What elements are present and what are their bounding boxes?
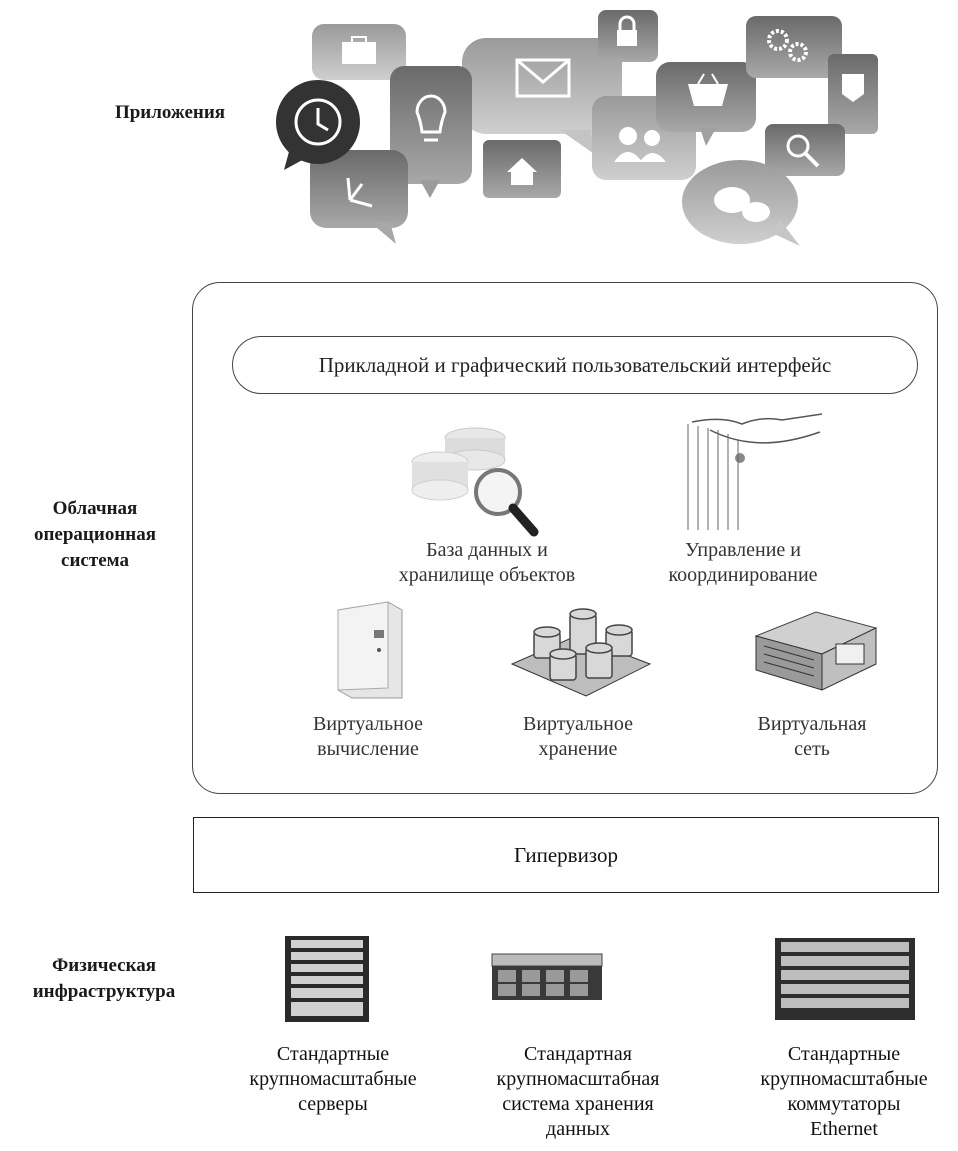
physical-layer-label: Физическая инфраструктура [32,955,176,1002]
management-icon [687,413,823,530]
virtual-compute-icon [337,601,403,699]
briefcase-icon [312,24,406,80]
applications-icon-cloud [276,10,878,246]
database-icon [411,427,539,537]
badge-icon [828,54,878,134]
network-icon [310,150,408,244]
lock-icon [598,10,658,62]
virtual-compute-label: Виртуальное вычисление [313,713,423,760]
virtual-storage-label: Виртуальное хранение [523,713,633,760]
lightbulb-icon [390,66,472,198]
basket-icon [656,62,756,146]
switches-icon [775,938,915,1020]
gears-icon [746,16,842,78]
switches-label: Стандартные крупномасштабные коммутаторы… [760,1043,928,1140]
virtual-network-icon [754,611,878,691]
mail-icon [462,38,622,158]
storage-label: Стандартная крупномасштабная система хра… [496,1043,660,1140]
storage-icon [491,953,603,1000]
cloud-os-layer-label: Облачная операционная система [33,498,156,571]
hypervisor-box: Гипервизор [193,817,939,893]
chat-icon [682,160,800,246]
virtual-storage-icon [510,608,652,697]
database-label: База данных и хранилище объектов [398,539,576,586]
servers-icon [285,936,369,1022]
servers-label: Стандартные крупномасштабные серверы [249,1043,417,1115]
search-icon [765,124,845,176]
clock-icon [276,80,360,170]
cloud-os-box [192,282,938,794]
applications-layer-label: Приложения [114,102,226,123]
home-icon [483,140,561,198]
interface-label: Прикладной и графический пользовательски… [232,336,918,394]
virtual-network-label: Виртуальная сеть [757,713,867,760]
management-label: Управление и координирование [668,539,818,586]
